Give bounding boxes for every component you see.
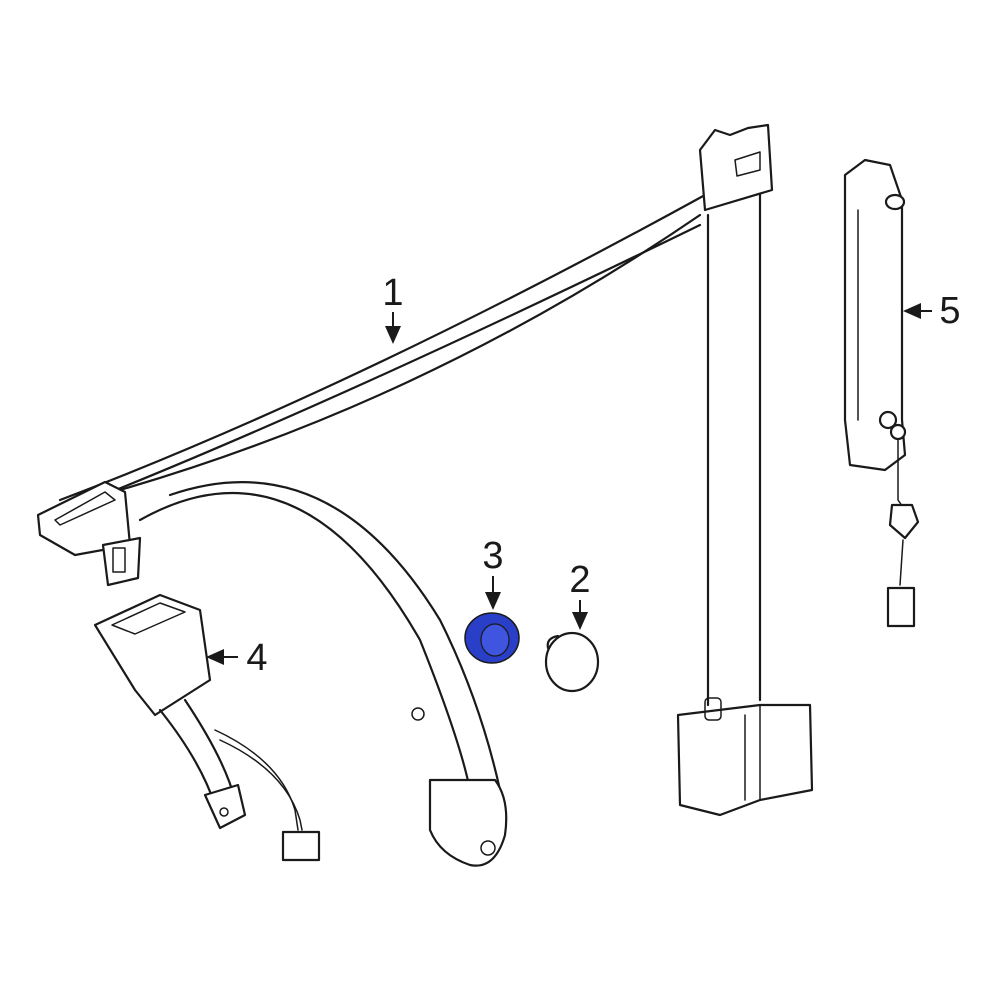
callout-1-label: 1	[382, 272, 403, 314]
callout-5: 5	[903, 290, 961, 332]
callout-3: 3	[482, 535, 504, 610]
part-4-buckle[interactable]	[93, 593, 321, 862]
part-5-height-adjuster[interactable]	[843, 158, 920, 628]
callout-3-label: 3	[482, 535, 503, 577]
callout-4-label: 4	[246, 637, 267, 679]
callout-2-label: 2	[569, 559, 590, 601]
callout-2: 2	[569, 559, 591, 630]
callout-4: 4	[206, 637, 268, 679]
callout-1: 1	[382, 272, 404, 344]
part-1-seat-belt-assembly[interactable]	[36, 123, 814, 867]
callout-5-label: 5	[939, 290, 960, 332]
part-2-cap[interactable]	[544, 631, 600, 693]
part-3-bushing[interactable]	[464, 612, 520, 664]
